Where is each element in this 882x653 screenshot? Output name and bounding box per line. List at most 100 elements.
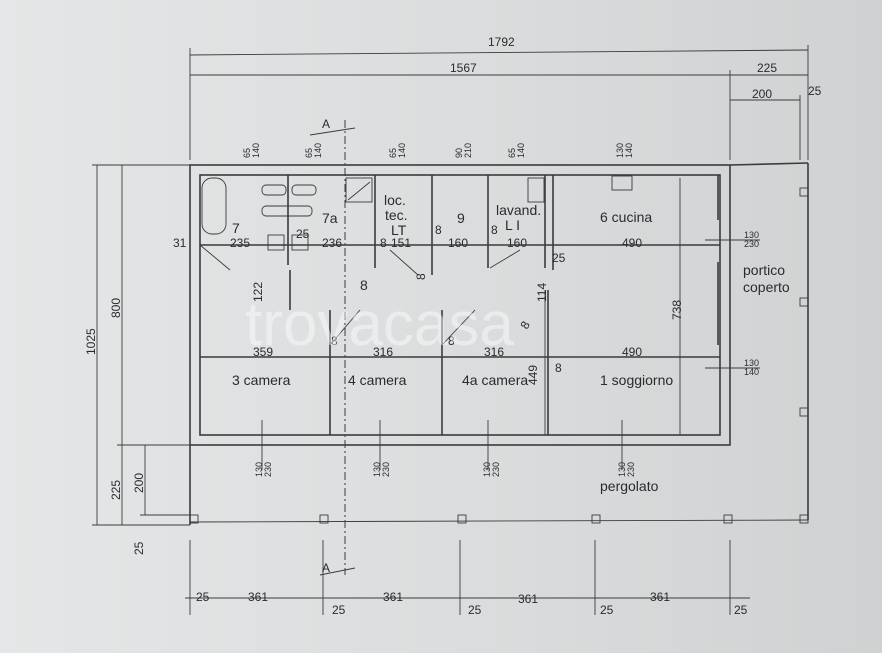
- fixtures: [201, 175, 633, 251]
- dimension-label: 65: [304, 148, 314, 158]
- left-dimensions: 1025 800 225 200 25: [84, 164, 190, 555]
- dimension-label: 65: [507, 148, 517, 158]
- room-living: 1 soggiorno: [600, 372, 673, 388]
- dimension-label: 236: [322, 236, 342, 250]
- dim-total-depth: 1025: [84, 328, 98, 355]
- room-tech-2: tec.: [385, 207, 408, 223]
- room-kitchen: 6 cucina: [600, 209, 652, 225]
- dimension-label: 65: [388, 148, 398, 158]
- shower-icon: [345, 177, 373, 203]
- dim-bottom: 361: [248, 590, 268, 604]
- bathtub-icon: [201, 177, 227, 235]
- dim-porch-post: 25: [808, 84, 822, 98]
- dimension-label: 160: [448, 236, 468, 250]
- room-labels: 7 7a loc. tec. LT 9 lavand. L I 6 cucina…: [232, 192, 790, 494]
- dimension-label: 8: [331, 334, 338, 348]
- dimension-label: 140: [744, 367, 759, 377]
- dimension-label: 151: [391, 236, 411, 250]
- room-tech-3: LT: [391, 222, 407, 238]
- toilet-icon: [261, 184, 287, 196]
- dimension-label: 90: [454, 148, 464, 158]
- dimension-label: 230: [491, 462, 501, 477]
- kitchen-sink-icon: [611, 175, 633, 191]
- dim-bottom: 361: [650, 590, 670, 604]
- dimension-label: 490: [622, 236, 642, 250]
- dimension-label: 210: [463, 143, 473, 158]
- dim-bottom: 25: [600, 603, 614, 617]
- dimension-label: 235: [230, 236, 250, 250]
- section-line-a: A A: [309, 117, 356, 576]
- dimension-label: 130: [482, 462, 492, 477]
- dimension-label: 130: [744, 358, 759, 368]
- dim-bottom: 25: [734, 603, 748, 617]
- dim-pergola-inner: 200: [132, 473, 146, 493]
- dimension-label: 140: [251, 143, 261, 158]
- dim-house-width: 1567: [450, 61, 477, 75]
- dimension-label: 130: [617, 462, 627, 477]
- dim-bottom: 25: [332, 603, 346, 617]
- room-laundry-2: L I: [505, 217, 520, 233]
- room-bedroom-3: 3 camera: [232, 372, 291, 388]
- dim-pergola-depth: 225: [109, 480, 123, 500]
- dimension-label: 31: [173, 236, 187, 250]
- dimension-label: 230: [626, 462, 636, 477]
- dimension-label: 25: [296, 227, 310, 241]
- dimension-label: 140: [516, 143, 526, 158]
- room-bedroom-4: 4 camera: [348, 372, 407, 388]
- sink-icon: [261, 205, 313, 217]
- section-marker-bottom: A: [322, 561, 330, 575]
- top-dimensions: 1792 1567 225 200 25: [189, 35, 822, 160]
- dim-house-depth: 800: [109, 298, 123, 318]
- dim-bottom: 25: [196, 590, 210, 604]
- dim-bottom: 25: [468, 603, 482, 617]
- dimension-label: 130: [615, 143, 625, 158]
- dim-bottom: 361: [518, 592, 538, 606]
- dimension-label: 316: [373, 345, 393, 359]
- room-hall: 8: [360, 277, 368, 293]
- watermark-logo: trovacasa: [245, 290, 514, 359]
- dimension-label: 230: [744, 239, 759, 249]
- room-7a: 7a: [322, 210, 338, 226]
- dimension-label: 8: [491, 223, 498, 237]
- room-porch-2: coperto: [743, 279, 790, 295]
- windows-right: 130 230 130 140: [744, 230, 759, 377]
- dimension-label: 65: [242, 148, 252, 158]
- bottom-dimensions: 25 361 25 361 25 361 25 361 25: [185, 540, 750, 617]
- dim-porch-inner: 200: [752, 87, 772, 101]
- walls: [189, 162, 809, 525]
- dim-post: 25: [132, 541, 146, 555]
- dimension-label: 359: [253, 345, 273, 359]
- dimension-label: 114: [535, 283, 549, 302]
- dimension-label: 140: [313, 143, 323, 158]
- dim-bottom: 361: [383, 590, 403, 604]
- room-porch: portico: [743, 262, 785, 278]
- dimension-label: 8: [448, 334, 455, 348]
- dimension-label: 130: [372, 462, 382, 477]
- dimension-label: 449: [526, 365, 540, 385]
- dim-porch-width: 225: [757, 61, 777, 75]
- dimension-label: 8: [380, 236, 387, 250]
- section-marker-top: A: [322, 117, 330, 131]
- dimension-label: 122: [251, 282, 265, 302]
- dimension-label: 738: [670, 300, 684, 320]
- dimension-label: 490: [622, 345, 642, 359]
- dimension-label: 160: [507, 236, 527, 250]
- room-bedroom-4a: 4a camera: [462, 372, 528, 388]
- toilet-icon: [291, 184, 317, 196]
- dimension-label: 8: [435, 223, 442, 237]
- sink-icon: [291, 234, 309, 251]
- dimension-label: 140: [397, 143, 407, 158]
- dimension-label: 316: [484, 345, 504, 359]
- dimension-label: 230: [381, 462, 391, 477]
- dimension-label: 230: [263, 462, 273, 477]
- dim-total-width: 1792: [488, 35, 515, 49]
- dimension-label: 140: [624, 143, 634, 158]
- dimension-label: 8: [555, 361, 562, 375]
- washing-machine-icon: [527, 177, 545, 203]
- room-9: 9: [457, 210, 465, 226]
- sink-icon: [267, 234, 285, 251]
